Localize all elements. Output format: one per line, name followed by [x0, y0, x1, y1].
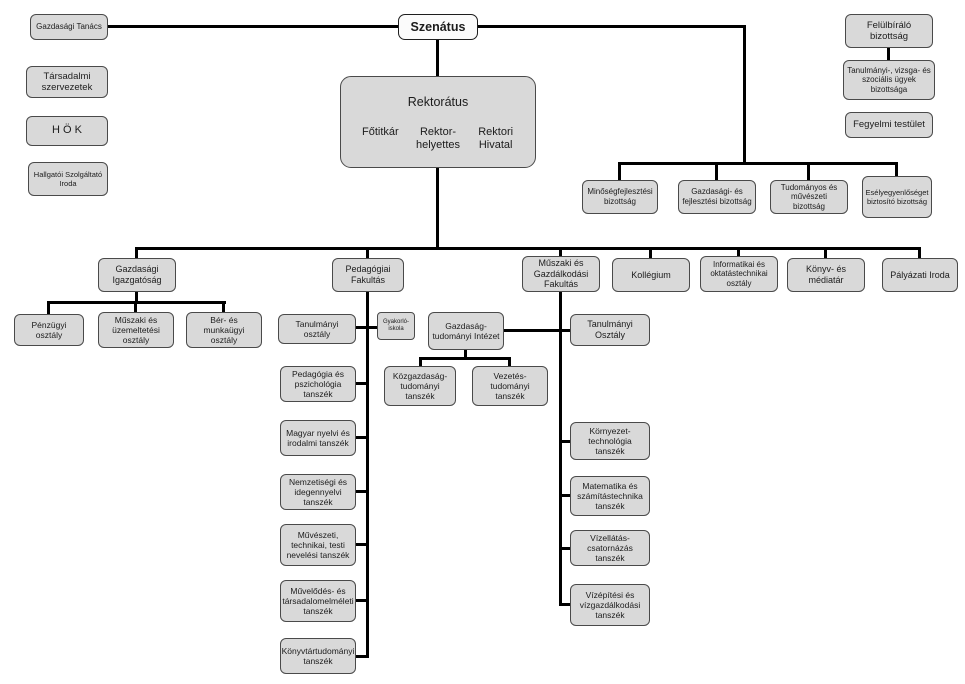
org-node-ber-munkaugyi-osztaly: Bér- és munkaügyi osztály [186, 312, 262, 348]
connector-line [134, 301, 137, 312]
org-node-konyvtartudomanyi-tanszek: Könyvtártudományi tanszék [280, 638, 356, 674]
connector-line [737, 247, 740, 256]
org-node-tanulmanyi-vizsga-szocialis-bizottsag: Tanulmányi-, vizsga- és szociális ügyek … [843, 60, 935, 100]
connector-line [108, 25, 398, 28]
connector-line [508, 357, 511, 366]
connector-line [918, 247, 921, 258]
connector-line [559, 494, 570, 497]
connector-line [419, 357, 422, 366]
org-node-hok: H Ö K [26, 116, 108, 146]
org-node-kollegium: Kollégium [612, 258, 690, 292]
org-node-palyazati-iroda: Pályázati Iroda [882, 258, 958, 292]
connector-line [436, 168, 439, 250]
org-node-tanulmanyi-osztaly-pedagogiai: Tanulmányi osztály [278, 314, 356, 344]
org-node-muveszeti-technikai-testi-tanszek: Művészeti, technikai, testi nevelési tan… [280, 524, 356, 566]
org-node-penzugyi-osztaly: Pénzügyi osztály [14, 314, 84, 346]
connector-line [559, 603, 570, 606]
connector-line [135, 292, 138, 304]
org-node-fegyelmi-testulet: Fegyelmi testület [845, 112, 933, 138]
connector-line [356, 599, 368, 602]
org-node-konyv-mediatar: Könyv- és médiatár [787, 258, 865, 292]
connector-line [135, 247, 921, 250]
connector-line [436, 40, 439, 76]
org-node-kozgazdasagtudomanyi-tanszek: Közgazdaság-tudományi tanszék [384, 366, 456, 406]
org-node-informatikai-oktatastechnikai-osztaly: Informatikai és oktatástechnikai osztály [700, 256, 778, 292]
org-node-gazdasagi-tanacs: Gazdasági Tanács [30, 14, 108, 40]
connector-line [504, 329, 570, 332]
connector-line [559, 547, 570, 550]
connector-line [135, 247, 138, 258]
org-node-gazdasagi-fejlesztesi-bizottsag: Gazdasági- és fejlesztési bizottság [678, 180, 756, 214]
org-node-pedagogiai-fakultas: Pedagógiai Fakultás [332, 258, 404, 292]
org-node-muszaki-gazdalkodasi-fakultas: Műszaki és Gazdálkodási Fakultás [522, 256, 600, 292]
org-node-vizepitesi-vizgazdalkodasi-tanszek: Vízépítési és vízgazdálkodási tanszék [570, 584, 650, 626]
rektoratus-title: Rektorátus [407, 95, 469, 109]
rektoratus-fotitkar: Főtitkár [362, 126, 399, 138]
org-node-matematika-szamitastechnika-tanszek: Matematika és számítástechnika tanszék [570, 476, 650, 516]
connector-line [895, 162, 898, 176]
connector-line [478, 25, 746, 28]
connector-line [356, 490, 368, 493]
org-node-felulbiralo-bizottsag: Felülbíráló bizottság [845, 14, 933, 48]
connector-line [464, 350, 467, 360]
rektoratus-roles: Főtitkár Rektor-helyettes Rektori Hivata… [344, 126, 532, 152]
connector-line [356, 436, 368, 439]
connector-line [366, 292, 369, 658]
org-node-vizellatas-csatornazas-tanszek: Vízellátás-csatornázás tanszék [570, 530, 650, 566]
org-node-gazdasagtudomanyi-intezet: Gazdaság-tudományi Intézet [428, 312, 504, 350]
connector-line [715, 162, 718, 180]
connector-line [618, 162, 621, 180]
connector-line [649, 247, 652, 258]
org-node-minosegfejlesztesi-bizottsag: Minőségfejlesztési bizottság [582, 180, 658, 214]
org-node-rektoratus: Rektorátus Főtitkár Rektor-helyettes Rek… [340, 76, 536, 168]
org-node-magyar-nyelvi-irodalmi-tanszek: Magyar nyelvi és irodalmi tanszék [280, 420, 356, 456]
connector-line [559, 247, 562, 256]
connector-line [356, 655, 368, 658]
org-node-eselyegyenloseget-biztosito-bizottsag: Esélyegyenlőséget biztosító bizottság [862, 176, 932, 218]
org-node-gazdasagi-igazgatosag: Gazdasági Igazgatóság [98, 258, 176, 292]
org-node-muszaki-uzemeltetesi-osztaly: Műszaki és üzemeltetési osztály [98, 312, 174, 348]
connector-line [366, 247, 369, 258]
rektoratus-rektori-hivatal: Rektori Hivatal [478, 126, 514, 152]
connector-line [47, 301, 50, 314]
org-node-nemzetisegi-idegennyelvi-tanszek: Nemzetiségi és idegennyelvi tanszék [280, 474, 356, 510]
org-node-hallgatoi-szolgaltato-iroda: Hallgatói Szolgáltató Iroda [28, 162, 108, 196]
connector-line [356, 326, 377, 329]
org-node-tudomanyos-muveszeti-bizottsag: Tudományos és művészeti bizottság [770, 180, 848, 214]
org-node-kornyezettechnologia-tanszek: Környezet-technológia tanszék [570, 422, 650, 460]
connector-line [824, 247, 827, 258]
connector-line [618, 162, 898, 165]
org-node-tarsadalmi-szervezetek: Társadalmi szervezetek [26, 66, 108, 98]
connector-line [807, 162, 810, 180]
connector-line [356, 543, 368, 546]
rektoratus-rektor-helyettes: Rektor-helyettes [415, 126, 461, 152]
connector-line [743, 25, 746, 165]
org-node-muvelodes-tarsadalomelmeleti-tanszek: Művelődés- és társadalomelméleti tanszék [280, 580, 356, 622]
org-node-pedagogia-pszichologia-tanszek: Pedagógia és pszichológia tanszék [280, 366, 356, 402]
connector-line [559, 440, 570, 443]
org-node-tanulmanyi-osztaly-muszaki: Tanulmányi Osztály [570, 314, 650, 346]
connector-line [559, 292, 562, 606]
org-node-szenatus: Szenátus [398, 14, 478, 40]
org-node-gyakorlo-iskola: Gyakorló-iskola [377, 312, 415, 340]
connector-line [356, 382, 368, 385]
org-node-vezetestudomanyi-tanszek: Vezetés-tudományi tanszék [472, 366, 548, 406]
connector-line [887, 48, 890, 60]
connector-line [222, 301, 225, 312]
connector-line [419, 357, 511, 360]
